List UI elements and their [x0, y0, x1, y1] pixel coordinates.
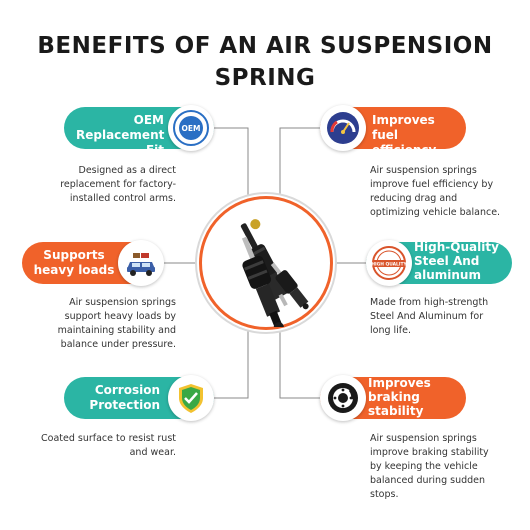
benefit-braking-pill: Improves braking stability [320, 375, 466, 421]
high-quality-stamp-text: HIGH QUALITY [371, 262, 407, 268]
high-quality-stamp-icon: HIGH QUALITY [366, 240, 412, 286]
title-line-1: BENEFITS OF AN AIR SUSPENSION [37, 33, 493, 59]
benefit-oem-label: OEM Replacement Fit [76, 113, 165, 157]
benefit-fuel-pill: Improves fuel efficiency [320, 105, 466, 157]
benefit-heavy-loads-pill: Supports heavy loads [22, 240, 164, 286]
benefit-material-label: High-Quality Steel And aluminum [414, 240, 499, 282]
benefit-corrosion-description: Coated surface to resist rust and wear. [41, 433, 176, 458]
air-suspension-struts-image [240, 219, 309, 333]
benefit-braking-label: Improves braking stability [368, 376, 431, 418]
product-image-circle [199, 196, 333, 333]
benefit-fuel-label: Improves fuel efficiency [372, 113, 437, 157]
benefit-heavy-loads-description: Air suspension springs support heavy loa… [57, 297, 176, 350]
benefit-material-description: Made from high-strength Steel And Alumin… [370, 297, 489, 336]
page-title: BENEFITS OF AN AIR SUSPENSION SPRING [0, 30, 530, 94]
benefit-oem-pill: OEM Replacement Fit OEM [64, 105, 214, 157]
benefit-fuel-description: Air suspension springs improve fuel effi… [370, 165, 501, 218]
car-with-luggage-icon [118, 240, 164, 286]
fuel-gauge-icon [320, 105, 366, 151]
oem-badge-text: OEM [182, 124, 201, 133]
benefit-oem-description: Designed as a direct replacement for fac… [60, 165, 176, 204]
benefit-material-pill: HIGH QUALITY High-Quality Steel And alum… [366, 240, 512, 286]
benefit-heavy-loads-label: Supports heavy loads [33, 248, 115, 277]
benefit-corrosion-pill: Corrosion Protection [64, 375, 214, 421]
brake-disc-icon [320, 375, 366, 421]
shield-check-icon [168, 375, 214, 421]
title-line-2: SPRING [214, 65, 316, 91]
oem-badge-icon: OEM [168, 105, 214, 151]
benefit-corrosion-label: Corrosion Protection [89, 383, 160, 412]
benefit-braking-description: Air suspension springs improve braking s… [370, 433, 489, 500]
